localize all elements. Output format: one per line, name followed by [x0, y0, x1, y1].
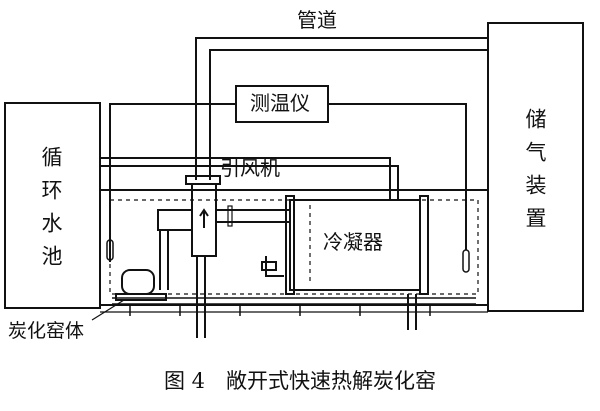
thermometer-wire-left	[109, 103, 236, 235]
fan-label: 引风机	[220, 156, 280, 180]
kiln-supports	[129, 304, 431, 316]
main-pipe	[195, 37, 488, 180]
water-line	[100, 157, 399, 200]
condenser-label: 冷凝器	[323, 230, 383, 254]
kiln-floor	[112, 297, 476, 305]
thermometer-wire-right	[328, 103, 467, 250]
thermometer-label: 测温仪	[250, 91, 310, 115]
valve	[261, 256, 284, 277]
pipe-label: 管道	[297, 8, 337, 32]
probe-right-tip	[462, 249, 470, 273]
storage-box	[487, 22, 584, 312]
fan-to-condenser-pipe	[216, 209, 290, 223]
condenser-end-left	[285, 195, 295, 295]
probe-left-tip	[106, 239, 114, 261]
fan-side-duct	[157, 209, 193, 231]
water-pool-label: 循环水池	[39, 146, 63, 278]
pump-base	[115, 293, 167, 301]
kiln-leader	[91, 299, 125, 321]
flange-a	[227, 205, 233, 227]
fan-flange-top	[185, 175, 221, 185]
figure-caption: 图 4 敞开式快速热解炭化窑	[163, 369, 437, 393]
fan-left-pipe	[159, 230, 169, 290]
pump-motor	[121, 269, 155, 295]
kiln-body-label: 炭化窑体	[8, 320, 85, 342]
condenser-end-right	[419, 195, 429, 295]
fan-bottom-pipe	[196, 256, 206, 338]
fan-arrow	[199, 208, 209, 228]
kiln-body-outline	[99, 189, 489, 306]
storage-label: 储气装置	[523, 108, 547, 240]
